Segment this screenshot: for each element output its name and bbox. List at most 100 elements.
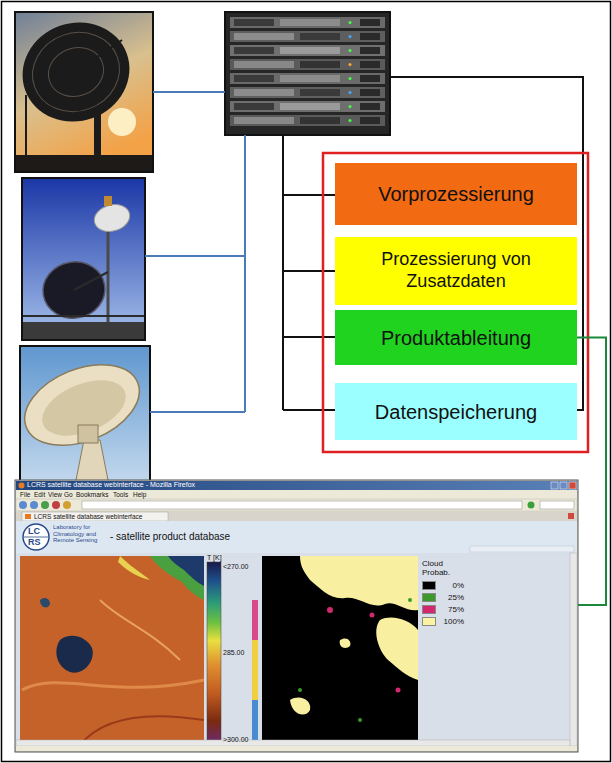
server-unit (230, 31, 385, 42)
content-area (16, 553, 570, 746)
drive-bay (360, 33, 380, 40)
led (349, 63, 352, 66)
drive-bay (280, 19, 340, 26)
dish-arm (74, 272, 108, 290)
nav-icon (63, 501, 71, 509)
drive-bay (234, 19, 274, 26)
drive-bay (360, 89, 380, 96)
dish-mesh (21, 20, 130, 123)
browser-window (15, 480, 578, 752)
photo-border (15, 12, 153, 172)
railing (22, 315, 145, 317)
url-field (82, 501, 522, 509)
window-button (569, 482, 576, 489)
drive-bay (360, 103, 380, 110)
led (349, 91, 352, 94)
thermal-image (20, 556, 204, 745)
window-button (560, 482, 567, 489)
box-label: Produktableitung (375, 326, 537, 350)
tick-label: <270.00 (223, 563, 249, 571)
status-bar (16, 746, 577, 751)
server-unit (230, 101, 385, 112)
thermal-cold-area (168, 556, 204, 586)
drive-bay (234, 103, 274, 110)
menu-item: Help (133, 491, 146, 498)
breadcrumb-bar (470, 546, 574, 552)
page-title: - satellite product database (110, 531, 230, 542)
side-strip (252, 640, 258, 700)
scroll-bar (570, 553, 577, 746)
drive-bay (360, 75, 380, 82)
drive-bay (360, 19, 380, 26)
legend-swatch (422, 605, 436, 614)
box-label: Vorprozessierung (372, 182, 540, 206)
drive-bay (280, 47, 340, 54)
axis-title: T [K] (207, 554, 222, 562)
legend-swatch (422, 581, 436, 590)
tick-label: >300.00 (223, 736, 249, 744)
antenna-photo (22, 178, 145, 340)
feed-horn (104, 196, 112, 206)
menu-item: Edit (34, 491, 45, 498)
photo-border (20, 346, 150, 500)
thermal-streak (22, 680, 204, 690)
led (349, 77, 352, 80)
led (349, 105, 352, 108)
drive-bay (234, 47, 274, 54)
led (349, 49, 352, 52)
menu-item: View (48, 491, 62, 498)
process-box: Prozessierung von Zusatzdaten (335, 237, 577, 305)
logo-circle (23, 524, 49, 550)
server-unit (230, 17, 385, 28)
server-unit (230, 115, 385, 126)
logo-letters: LC (28, 527, 40, 537)
nav-icon (52, 501, 60, 509)
server-unit (230, 87, 385, 98)
mount (78, 425, 98, 443)
cloud-area (290, 698, 310, 715)
legend-label: 75% (438, 605, 464, 614)
nav-icon (41, 501, 49, 509)
process-box: Produktableitung (335, 310, 577, 365)
cloud-area (340, 638, 351, 648)
tool-bar (16, 499, 577, 511)
server-wire (283, 77, 583, 410)
legend-label: 100% (438, 617, 464, 626)
tick-label: 285.00 (223, 649, 244, 657)
dish-silhouette (8, 7, 143, 136)
dish-inner (34, 369, 134, 446)
nav-icon (19, 501, 27, 509)
antenna-wire (145, 92, 245, 412)
ground (15, 155, 153, 172)
server-photo (225, 12, 390, 135)
drive-bay (280, 75, 340, 82)
drive-bay (360, 61, 380, 68)
menu-item: Tools (113, 491, 128, 498)
tab-close (568, 513, 574, 519)
logo-text: Laboratory for Climatology and Remote Se… (53, 524, 107, 544)
server-unit (230, 45, 385, 56)
color-bar (207, 562, 221, 745)
drive-bay (360, 47, 380, 54)
thermal-cold-spot (56, 636, 92, 673)
thermal-cold-spot (40, 598, 50, 608)
menu-item: File (20, 491, 30, 498)
cloud-area (300, 556, 418, 610)
menu-bar (16, 490, 577, 499)
title-bar (16, 481, 577, 490)
drive-bay (300, 89, 340, 96)
drive-bay (234, 33, 294, 40)
large-dish (39, 257, 110, 323)
nav-icon (30, 501, 38, 509)
cloud-image (262, 556, 418, 745)
processing-frame (323, 153, 588, 452)
connector (577, 338, 606, 606)
logo-letters: RS (28, 538, 41, 548)
legend-swatch (422, 593, 436, 602)
cloud-area (376, 618, 418, 680)
led (349, 35, 352, 38)
search-field (540, 501, 574, 509)
thermal-cool-area (150, 556, 204, 600)
legend-title: Cloud Probab. (422, 560, 466, 578)
